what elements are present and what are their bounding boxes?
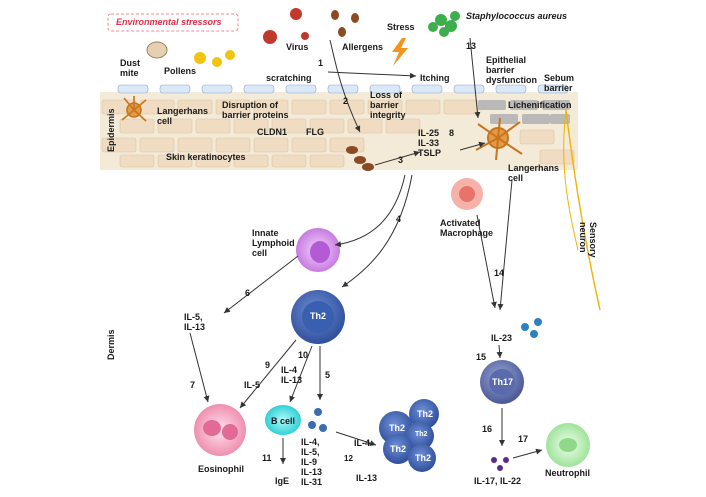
il23-label: IL-23: [491, 333, 513, 343]
il17-22-label: IL-17, IL-22: [474, 476, 522, 486]
staph-label: Staphylococcus aureus: [466, 11, 568, 21]
il4-13-label: IL-4 IL-13: [281, 365, 303, 385]
langerhans-cell-1: [121, 96, 147, 122]
epidermis-label: Epidermis: [106, 108, 116, 152]
dust-mite: [146, 41, 168, 59]
env-label: Environmental stressors: [116, 17, 222, 27]
step-7: 7: [190, 380, 196, 390]
sebum-label: Sebum barrier: [544, 73, 575, 93]
sensory-label: Sensory neuron: [578, 222, 598, 258]
th2-cluster: [379, 399, 439, 472]
keratinocyte-cells: [101, 99, 575, 168]
th17-label: Th17: [492, 377, 514, 387]
th2-c3-label: Th2: [415, 431, 428, 438]
il23-dots: [521, 318, 542, 338]
ilc-cell: [296, 228, 340, 272]
flg-label: FLG: [306, 127, 324, 137]
il-list-label: IL-4, IL-5, IL-9 IL-13 IL-31: [301, 437, 323, 487]
cytokines-label: IL-25 IL-33 TSLP: [418, 128, 442, 158]
langerhans2-label: Langerhans cell: [508, 163, 560, 183]
allergen-drops: [331, 10, 374, 171]
env-box: [107, 13, 239, 32]
cldn1-label: CLDN1: [257, 127, 288, 137]
stress-label: Stress: [387, 22, 415, 32]
step-16: 16: [482, 424, 493, 434]
eosinophil-cell: [194, 404, 246, 456]
dermis-label: Dermis: [106, 329, 116, 360]
ige-label: IgE: [275, 476, 290, 486]
th2-c5-label: Th2: [415, 453, 432, 463]
itching-label: Itching: [420, 73, 450, 83]
step-2: 2: [343, 96, 349, 106]
th2-c2-label: Th2: [417, 409, 434, 419]
sebum-cells: [117, 84, 569, 94]
step-15: 15: [476, 352, 487, 362]
stress-icon: [392, 38, 408, 66]
step-4: 4: [396, 214, 402, 224]
bcell-label: B cell: [271, 416, 296, 426]
macrophage: [451, 178, 483, 210]
il5-label: IL-5: [244, 380, 261, 390]
allergens-label: Allergens: [342, 42, 384, 52]
lichen-label: Lichenification: [508, 100, 572, 110]
step-14: 14: [494, 268, 505, 278]
step-17: 17: [518, 434, 529, 444]
th17-cell: [480, 360, 524, 404]
eosinophil-label: Eosinophil: [198, 464, 244, 474]
virus-particles: [263, 8, 309, 44]
il5-13-label: IL-5, IL-13: [184, 312, 206, 332]
arrows: [189, 37, 543, 464]
pollens-label: Pollens: [164, 66, 197, 76]
step-5: 5: [325, 370, 331, 380]
step-12: 12: [344, 454, 353, 463]
staph-cluster: [428, 11, 460, 37]
disruption-label: Disruption of barrier proteins: [222, 100, 289, 120]
th2-cell-main: [291, 290, 345, 344]
ilc-label: Innate Lymphoid cell: [252, 228, 295, 258]
langerhans-cell-2: [475, 117, 523, 161]
langerhans1-label: Langerhans cell: [157, 106, 209, 126]
th2-main-label: Th2: [310, 311, 327, 321]
step-10: 10: [298, 350, 309, 360]
cytokine-dots-blue: [308, 408, 327, 432]
step-8: 8: [449, 128, 455, 138]
step-9: 9: [265, 360, 271, 370]
th2-c4-label: Th2: [390, 444, 407, 454]
il4-label: IL-4: [354, 438, 371, 448]
il17-dots: [491, 457, 509, 471]
step-13: 13: [466, 41, 477, 51]
step-1: 1: [318, 58, 324, 68]
b-cell: [265, 405, 301, 435]
macrophage-label: Activated Macrophage: [440, 218, 494, 238]
epithelial-label: Epithelial barrier dysfunction: [486, 55, 537, 85]
scratching-label: scratching: [266, 73, 312, 83]
pollens: [194, 50, 235, 67]
step-3: 3: [398, 155, 404, 165]
neutrophil-label: Neutrophil: [545, 468, 590, 478]
lichenification-cells: [478, 100, 570, 124]
keratinocytes-label: Skin keratinocytes: [166, 152, 246, 162]
step-6: 6: [245, 288, 251, 298]
sensory-neuron: [565, 109, 601, 311]
virus-label: Virus: [286, 42, 309, 52]
loss-label: Loss of barrier integrity: [370, 90, 406, 120]
neutrophil-cell: [546, 423, 590, 467]
th2-c1-label: Th2: [389, 423, 406, 433]
il13-label: IL-13: [356, 473, 378, 483]
step-11: 11: [262, 453, 272, 463]
dust-mite-label: Dust mite: [120, 58, 140, 78]
